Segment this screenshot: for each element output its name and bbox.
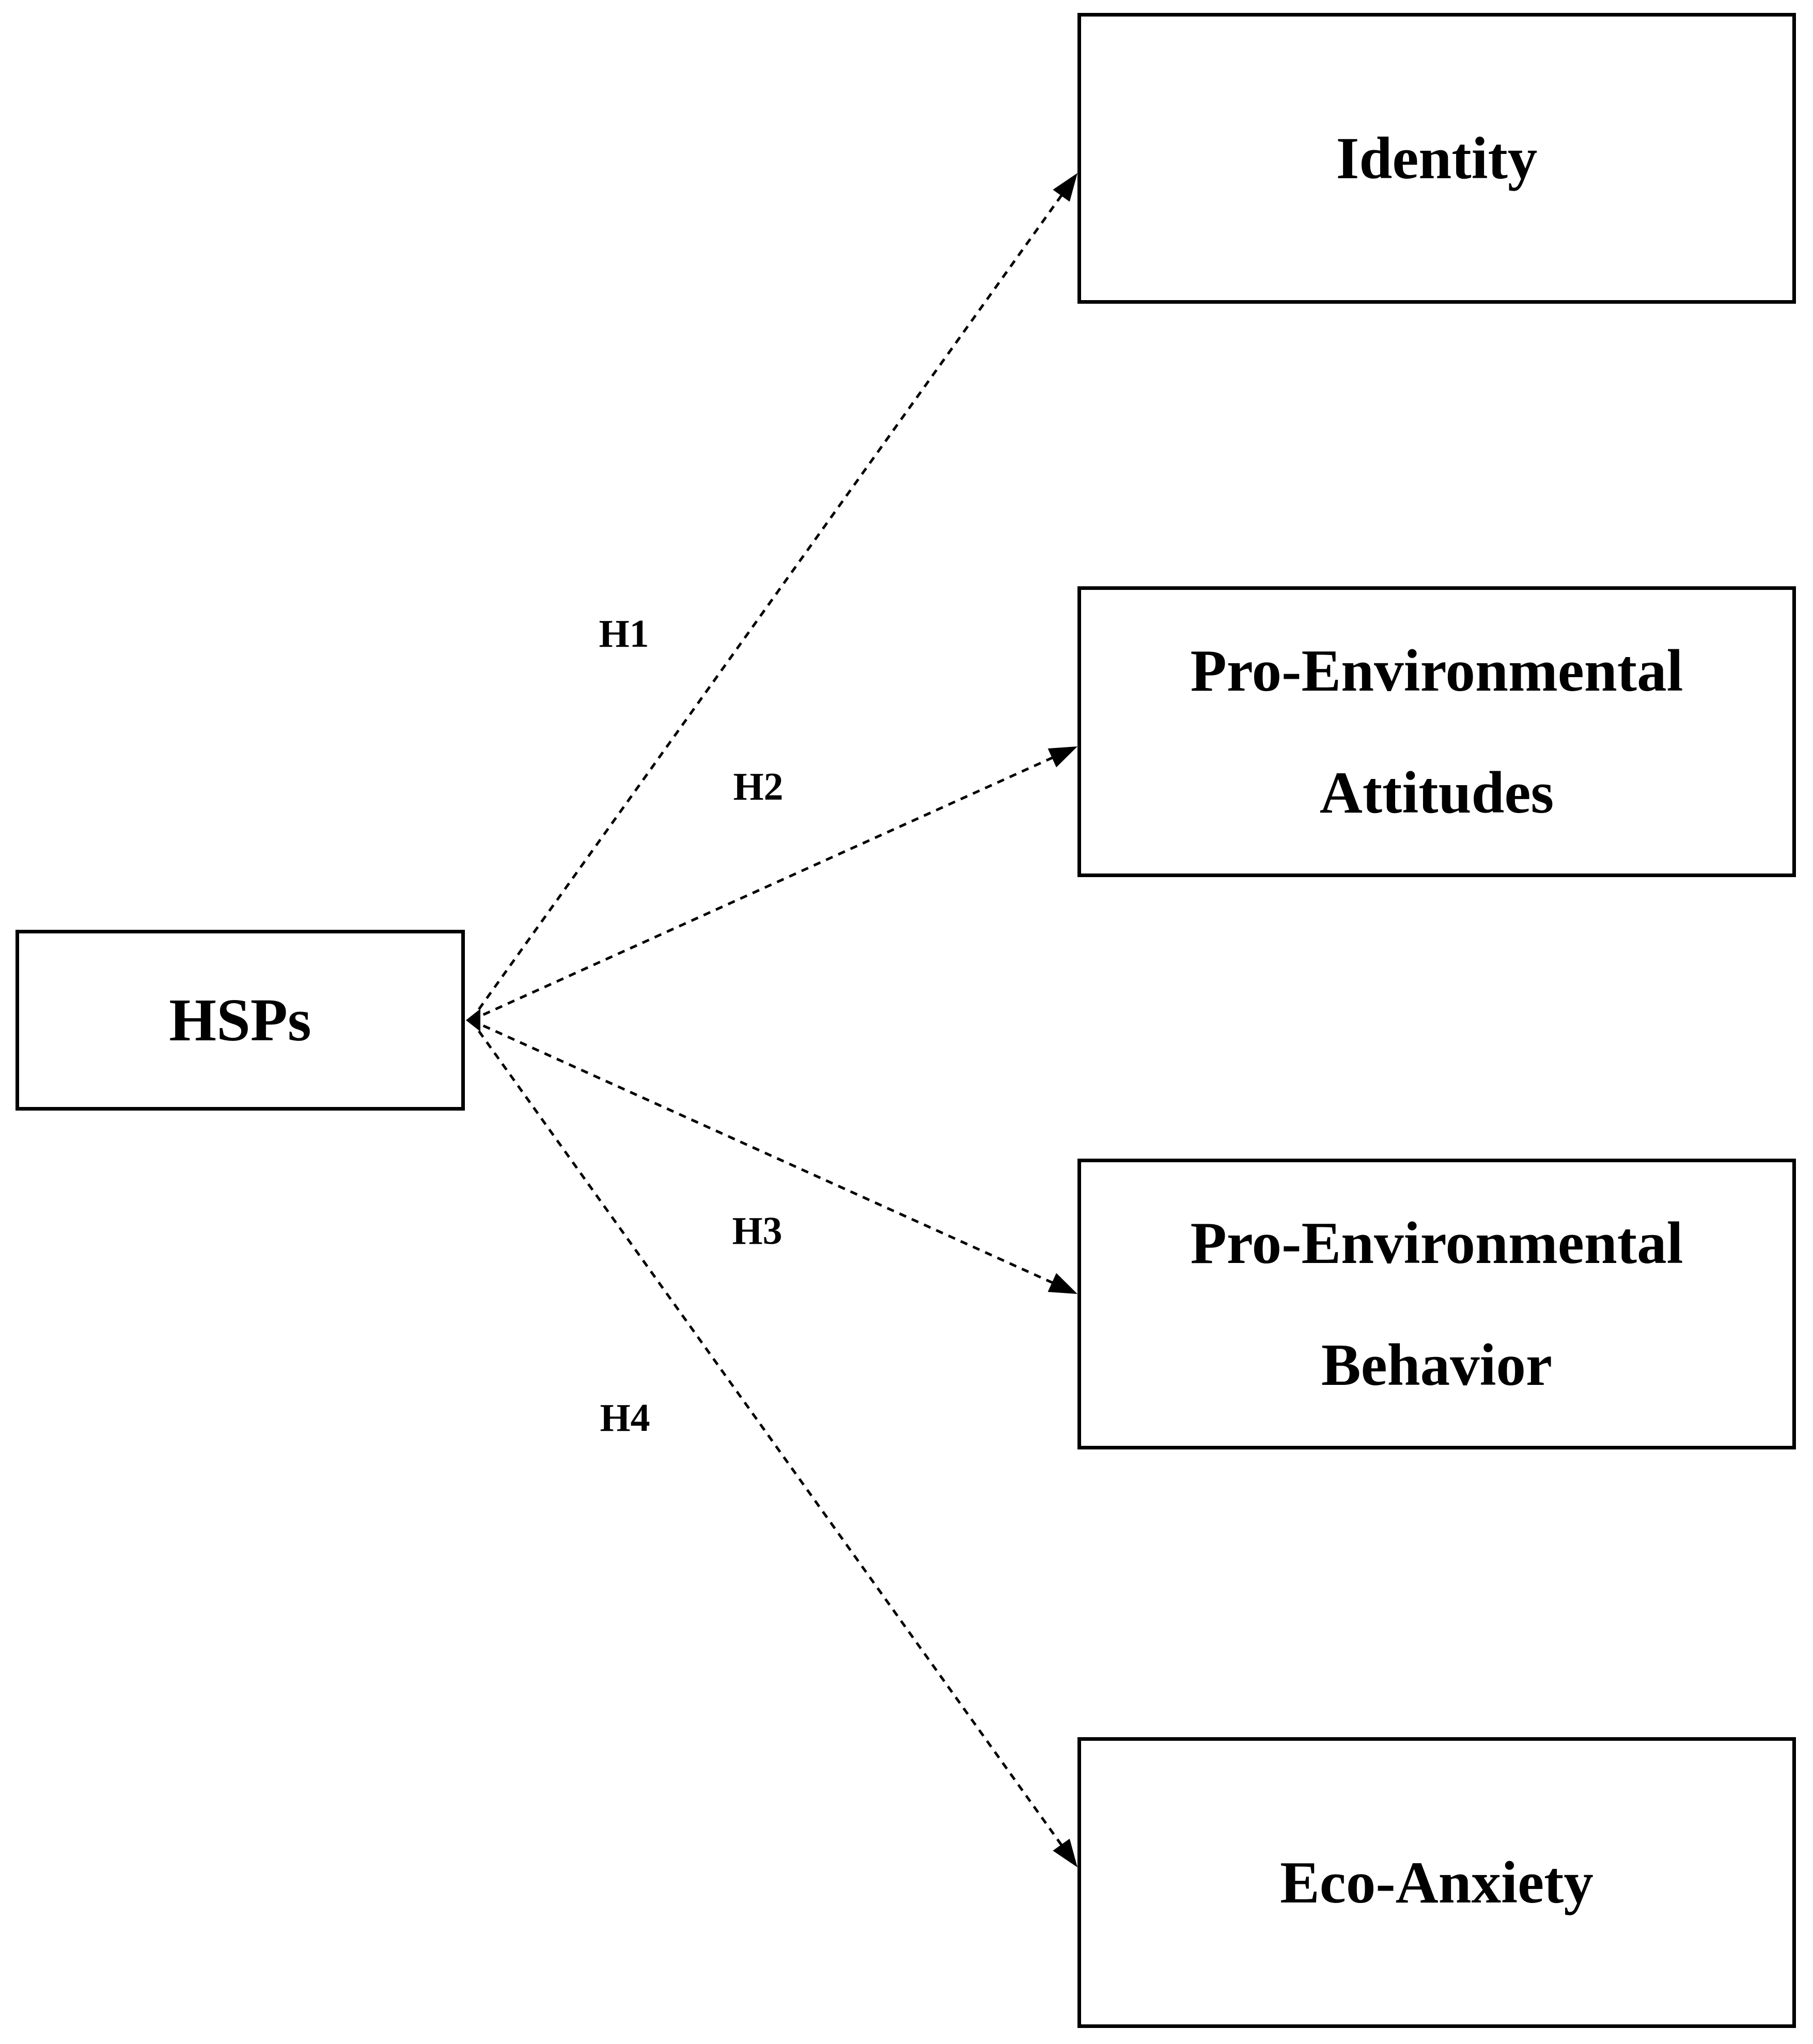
edge-label-h4: H4 — [600, 1396, 650, 1440]
node-eco-anxiety-label: Eco-Anxiety — [1280, 1849, 1593, 1915]
node-hsps-label: HSPs — [169, 986, 311, 1054]
arrowhead-h4 — [1053, 1838, 1077, 1867]
node-pro-environmental-attitudes-label: Pro-Environmental Attitudes — [1190, 637, 1683, 825]
node-pro-environmental-behavior-label: Pro-Environmental Behavior — [1190, 1210, 1683, 1398]
arrowhead-h3 — [1048, 1273, 1077, 1294]
arrowhead-h2 — [1048, 746, 1077, 768]
arrowhead-h1 — [1053, 173, 1077, 202]
node-pro-environmental-behavior: Pro-Environmental Behavior — [1077, 1159, 1796, 1449]
edge-label-h2: H2 — [733, 765, 784, 808]
edge-label-h1: H1 — [599, 612, 649, 656]
node-identity: Identity — [1077, 13, 1796, 304]
node-identity-label: Identity — [1336, 125, 1538, 191]
edge-line-h1 — [470, 192, 1065, 1021]
edge-line-h4 — [470, 1019, 1065, 1848]
tail-convergence-marker — [466, 1009, 480, 1032]
node-hsps: HSPs — [15, 930, 465, 1111]
node-pro-environmental-attitudes: Pro-Environmental Attitudes — [1077, 586, 1796, 877]
node-eco-anxiety: Eco-Anxiety — [1077, 1737, 1796, 2028]
edge-label-h3: H3 — [732, 1209, 783, 1253]
